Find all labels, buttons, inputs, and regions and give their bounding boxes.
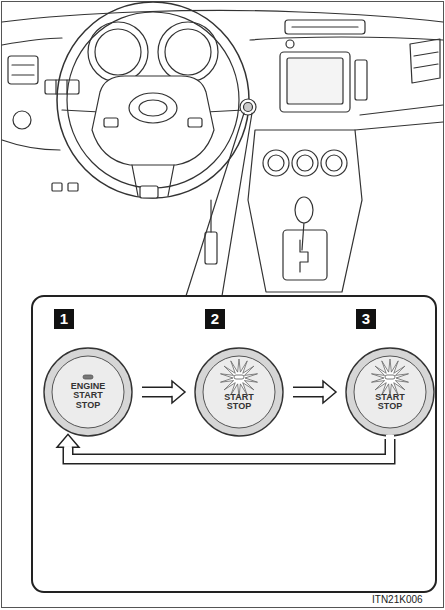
center-vent-slat	[292, 26, 358, 27]
dashboard-lines	[2, 2, 443, 296]
right-vent	[410, 39, 440, 83]
shift-gate-panel	[283, 230, 327, 280]
arrow-head-join	[64, 446, 72, 449]
left-switch-dividers	[56, 80, 67, 94]
button-label: START STOP	[217, 393, 261, 412]
inset-frame	[32, 296, 436, 592]
arrow-band-fill	[293, 388, 323, 396]
shift-stick	[302, 222, 304, 250]
right-vent-slats	[414, 52, 438, 68]
steering-rim-inner	[67, 12, 239, 188]
dash-left-line	[2, 38, 62, 45]
arrow-head	[172, 381, 185, 403]
steering-logo-inner	[139, 100, 167, 116]
climate-knob	[263, 150, 289, 176]
start-button-state: 1ENGINE START STOP	[43, 347, 133, 437]
climate-knob-inner	[297, 155, 313, 171]
flow-arrow	[142, 381, 185, 403]
climate-knob-inner	[268, 155, 284, 171]
indicator-glow	[220, 359, 257, 397]
steering-hub	[92, 76, 214, 165]
dash-right-line	[250, 37, 443, 40]
left-switch-panel	[45, 80, 79, 94]
climate-knob	[292, 150, 318, 176]
start-button-state: 2START STOP	[194, 347, 284, 437]
left-vent	[8, 56, 38, 84]
arrow-head	[323, 381, 336, 403]
center-console	[248, 130, 362, 292]
callout-number: 1	[54, 309, 74, 329]
arrow-head	[57, 434, 79, 447]
indicator-light	[385, 375, 395, 379]
indicator-glow	[371, 359, 408, 397]
brake-pedal	[140, 186, 158, 198]
button-bezel	[346, 348, 434, 436]
arrow-band-outline	[293, 387, 323, 398]
button-bezel	[44, 348, 132, 436]
left-side-vent	[13, 111, 31, 129]
lower-button	[68, 183, 78, 191]
lower-button	[52, 183, 62, 191]
climate-knob	[321, 150, 347, 176]
callout-number: 2	[205, 309, 225, 329]
left-gauge	[88, 22, 148, 82]
arrow-band-fill	[142, 388, 172, 396]
steering-rim-outer	[57, 2, 249, 198]
start-button-on-dash	[240, 99, 256, 115]
figure-code: ITN21K006	[372, 594, 423, 605]
arrow-band-outline	[68, 439, 390, 459]
callout-number: 3	[356, 309, 376, 329]
indicator-light	[83, 375, 93, 379]
accelerator-pedal	[205, 232, 217, 264]
button-face	[354, 356, 426, 428]
button-outline	[345, 347, 435, 437]
button-label: ENGINE START STOP	[66, 382, 110, 410]
button-bezel	[195, 348, 283, 436]
start-button-center	[244, 103, 253, 112]
spoke-switch-right	[188, 118, 202, 127]
flow-arrow	[293, 381, 336, 403]
right-gauge-ring	[165, 29, 211, 75]
shift-knob	[295, 197, 313, 223]
indicator-light	[234, 375, 244, 379]
right-gauge	[158, 22, 218, 82]
button-face	[52, 356, 124, 428]
dash-right-lower-line	[360, 105, 443, 115]
screen-side-panel	[355, 60, 367, 100]
arrow-head-join	[322, 388, 325, 396]
center-screen-bezel	[280, 52, 350, 112]
button-outline	[194, 347, 284, 437]
arrow-band-outline	[142, 387, 172, 398]
center-vent	[285, 20, 365, 34]
steering-logo	[129, 93, 177, 123]
start-button-state: 3START STOP	[345, 347, 435, 437]
spoke-switch-left	[104, 118, 118, 127]
flow-arrow	[57, 434, 390, 459]
arrow-band-fill	[68, 439, 390, 459]
dash-right-trim	[355, 122, 443, 130]
button-label: START STOP	[368, 393, 412, 412]
leader-lines	[186, 113, 252, 296]
screen-knob	[286, 40, 294, 48]
button-face	[203, 356, 275, 428]
shift-gate	[300, 240, 308, 272]
center-screen	[287, 58, 343, 104]
dash-top-line	[2, 10, 443, 22]
arrow-head-join	[171, 388, 174, 396]
left-gauge-ring	[95, 29, 141, 75]
climate-knob-inner	[326, 155, 342, 171]
left-dash-lower	[2, 140, 60, 150]
left-vent-slats	[12, 65, 34, 75]
